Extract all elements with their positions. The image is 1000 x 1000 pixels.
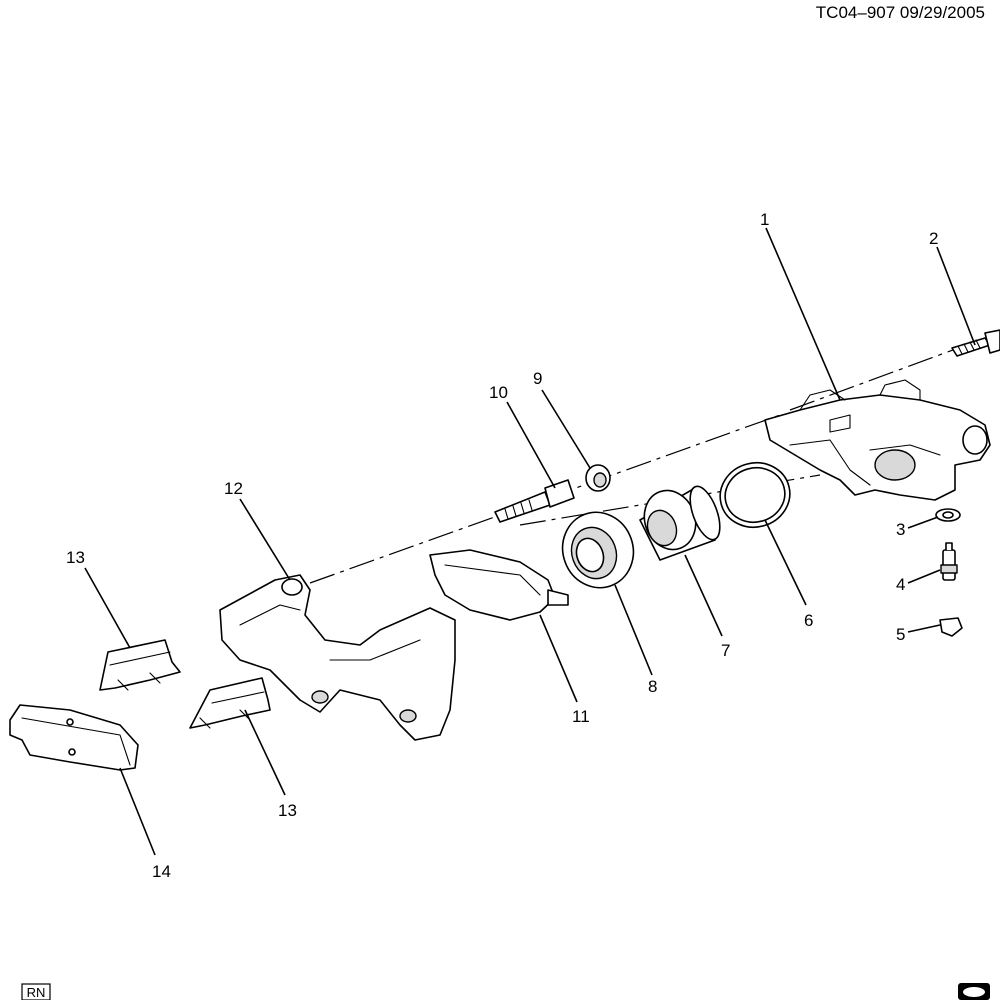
outer-brake-pad — [429, 549, 569, 621]
bleeder-cap — [939, 617, 963, 637]
callout-1: 1 — [760, 210, 769, 229]
callout-11: 11 — [572, 707, 590, 726]
piston-seal-ring — [719, 461, 791, 529]
washer-hole — [942, 511, 954, 519]
callout-leaders — [84, 227, 976, 856]
callout-8: 8 — [648, 677, 657, 696]
callout-6: 6 — [804, 611, 813, 630]
callout-9: 9 — [533, 369, 542, 388]
bleeder-valve — [940, 542, 958, 581]
caliper-housing — [764, 379, 991, 501]
callout-13-upper: 13 — [66, 548, 85, 567]
callout-12: 12 — [224, 479, 243, 498]
callout-13-lower: 13 — [278, 801, 297, 820]
callout-14: 14 — [152, 862, 171, 881]
caliper-bracket — [219, 574, 456, 741]
brand-emblem-icon — [958, 983, 990, 1000]
corner-code-box: RN — [21, 983, 51, 1000]
callout-2: 2 — [929, 229, 938, 248]
callout-3: 3 — [896, 520, 905, 539]
caliper-bolt — [951, 329, 1000, 357]
callout-numbers: 1 2 3 4 5 6 7 8 9 10 11 12 13 13 14 — [66, 210, 938, 881]
callout-5: 5 — [896, 625, 905, 644]
callout-7: 7 — [721, 641, 730, 660]
piston — [639, 485, 721, 561]
piston-dust-boot — [561, 511, 635, 589]
pad-clip-upper — [99, 639, 181, 691]
drawing-id: TC04–907 09/29/2005 — [816, 3, 985, 22]
pad-clip-lower — [189, 677, 271, 729]
guide-pin-bolt — [494, 479, 575, 523]
callout-4: 4 — [896, 575, 905, 594]
corner-code: RN — [27, 985, 46, 1000]
guide-pin-bushing — [585, 464, 611, 492]
inner-brake-pad — [9, 704, 139, 771]
callout-10: 10 — [489, 383, 508, 402]
